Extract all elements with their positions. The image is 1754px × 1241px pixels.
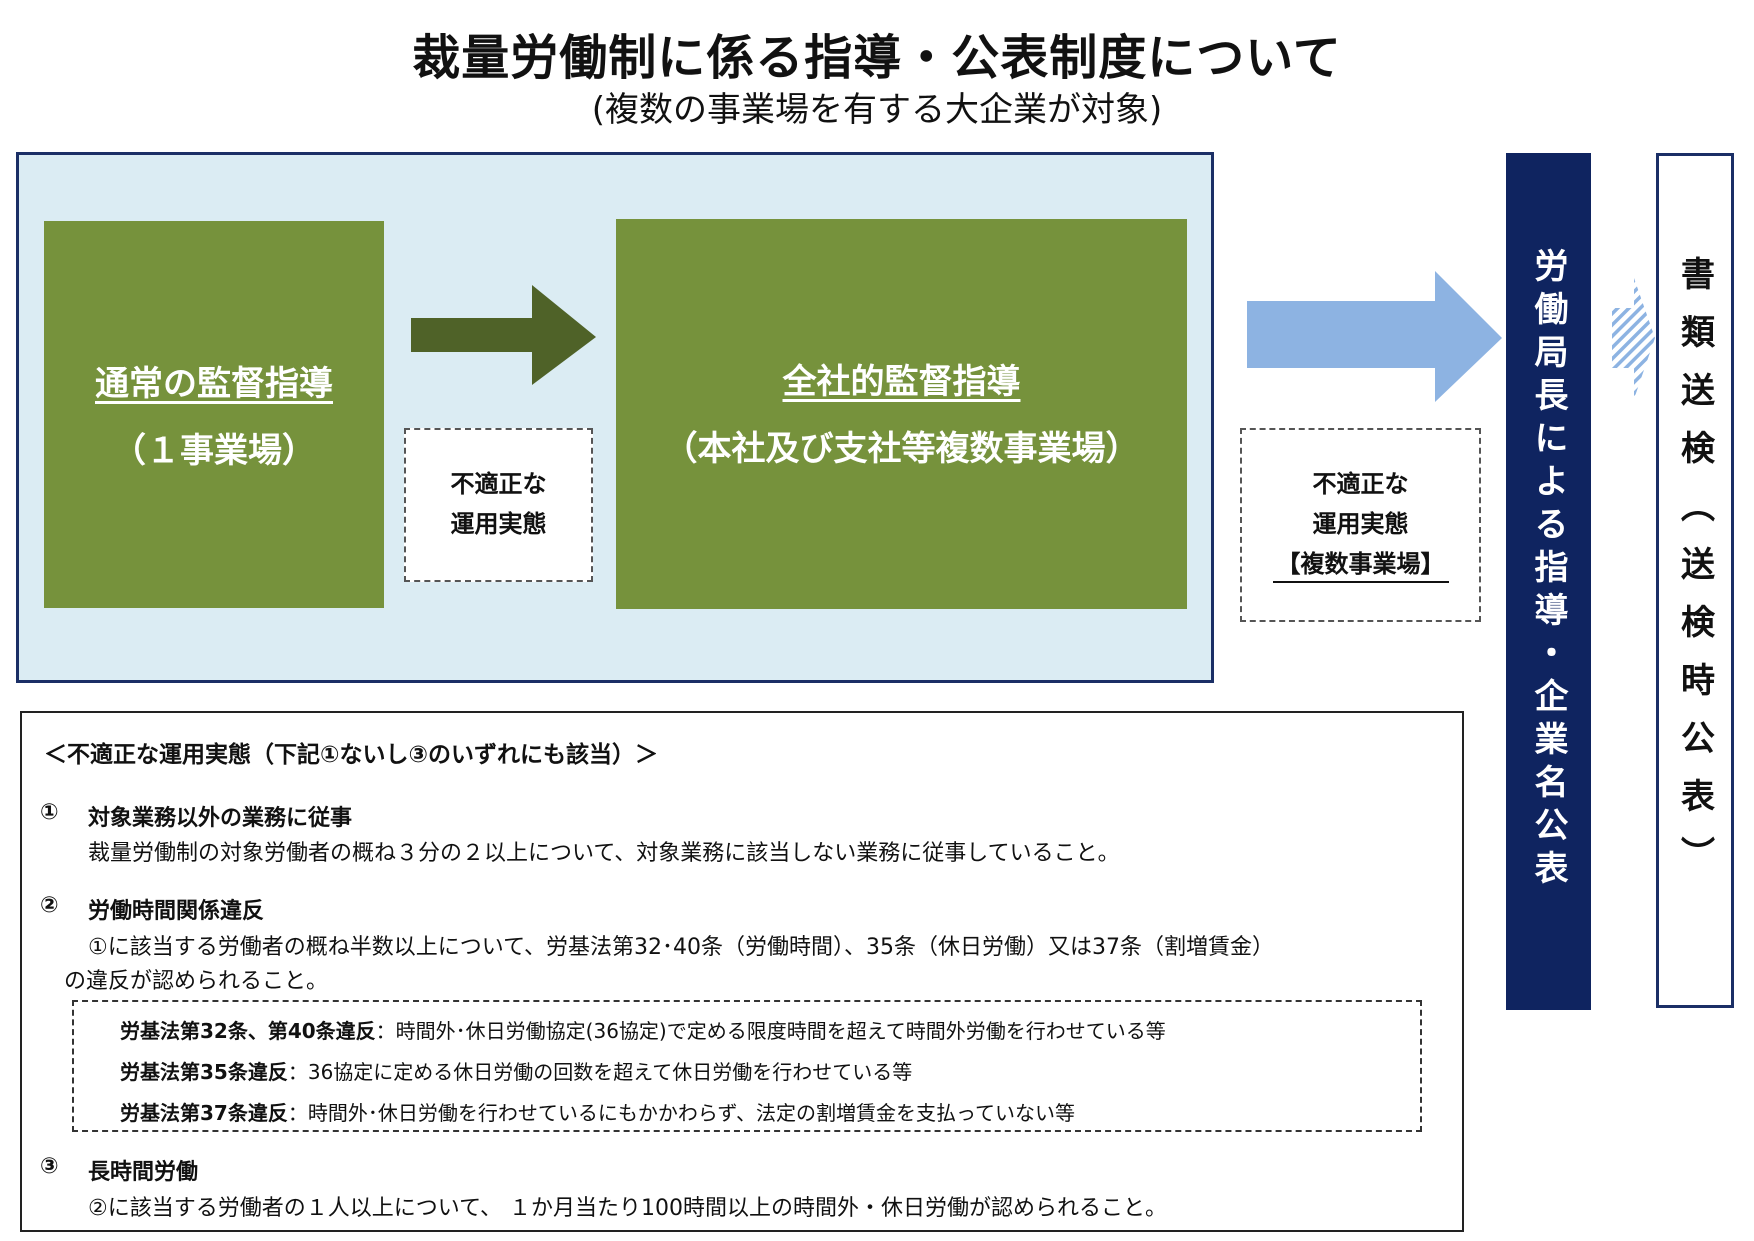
page-title: 裁量労働制に係る指導・公表制度について (412, 30, 1342, 86)
violation-text: ：時間外･休日労働協定(36協定)で定める限度時間を超えて時間外労働を行わせてい… (375, 1019, 1166, 1043)
violation-line: 労基法第37条違反：時間外･休日労働を行わせているにもかかわらず、法定の割増賃金… (120, 1097, 1075, 1126)
item2-text-line1: ①に該当する労働者の概ね半数以上について、労基法第32･40条（労働時間）、35… (88, 935, 1274, 960)
note-line: 運用実態 (1312, 510, 1409, 538)
item-number: ① (40, 800, 59, 825)
violation-line: 労基法第35条違反：36協定に定める休日労働の回数を超えて休日労働を行わせている… (120, 1056, 912, 1085)
item2-text-line2: の違反が認められること。 (64, 969, 329, 994)
violation-text: ：時間外･休日労働を行わせているにもかかわらず、法定の割増賃金を支払っていない等 (287, 1101, 1076, 1125)
note-line-multi-site: 【複数事業場】 (1272, 547, 1449, 583)
arrow-to-publication (1247, 271, 1502, 402)
violation-line: 労基法第32条、第40条違反：時間外･休日労働協定(36協定)で定める限度時間を… (120, 1015, 1166, 1044)
normal-inspection-scope: （１事業場） (112, 431, 316, 471)
item1-text: 裁量労働制の対象労働者の概ね３分の２以上について、対象業務に該当しない業務に従事… (88, 841, 1120, 866)
item3-text: ②に該当する労働者の１人以上について、 １か月当たり100時間以上の時間外・休日… (88, 1196, 1167, 1221)
publication-bar-label: 労働局長による指導・企業名公表 (1528, 248, 1568, 893)
item-number: ③ (40, 1154, 59, 1179)
violation-label: 労基法第37条違反 (120, 1101, 288, 1125)
company-wide-inspection-scope: （本社及び支社等複数事業場） (663, 429, 1140, 469)
publication-bar: 労働局長による指導・企業名公表 (1506, 153, 1591, 1010)
arrow-to-company-wide (411, 285, 596, 385)
improper-operation-note: 不適正な 運用実態 (404, 428, 593, 582)
item1-title: 対象業務以外の業務に従事 (88, 806, 353, 831)
referral-bar: 書類送検（送検時公表） (1656, 153, 1734, 1008)
item3-title: 長時間労働 (88, 1160, 199, 1185)
item-number: ② (40, 893, 59, 918)
arrow-to-referral (1612, 278, 1655, 399)
note-line: 不適正な (1312, 470, 1409, 498)
item2-title: 労働時間関係違反 (88, 899, 265, 924)
referral-bar-label: 書類送検（送検時公表） (1674, 256, 1715, 894)
violation-label: 労基法第32条、第40条違反 (120, 1019, 376, 1043)
normal-inspection-box: 通常の監督指導 （１事業場） (44, 221, 384, 608)
violation-text: ：36協定に定める休日労働の回数を超えて休日労働を行わせている等 (287, 1060, 913, 1084)
violation-label: 労基法第35条違反 (120, 1060, 288, 1084)
improper-operation-multi-site-note: 不適正な 運用実態 【複数事業場】 (1240, 428, 1481, 622)
page-subtitle: (複数の事業場を有する大企業が対象) (591, 90, 1163, 130)
company-wide-inspection-title: 全社的監督指導 (782, 362, 1021, 402)
note-line: 運用実態 (450, 510, 547, 538)
note-line: 不適正な (450, 470, 547, 498)
criteria-panel: ＜不適正な運用実態（下記①ないし③のいずれにも該当）＞ ① 対象業務以外の業務に… (20, 711, 1464, 1232)
labor-law-violations-box: 労基法第32条、第40条違反：時間外･休日労働協定(36協定)で定める限度時間を… (72, 1000, 1422, 1132)
criteria-heading: ＜不適正な運用実態（下記①ないし③のいずれにも該当）＞ (44, 742, 658, 768)
normal-inspection-title: 通常の監督指導 (95, 364, 333, 404)
company-wide-inspection-box: 全社的監督指導 （本社及び支社等複数事業場） (616, 219, 1187, 609)
